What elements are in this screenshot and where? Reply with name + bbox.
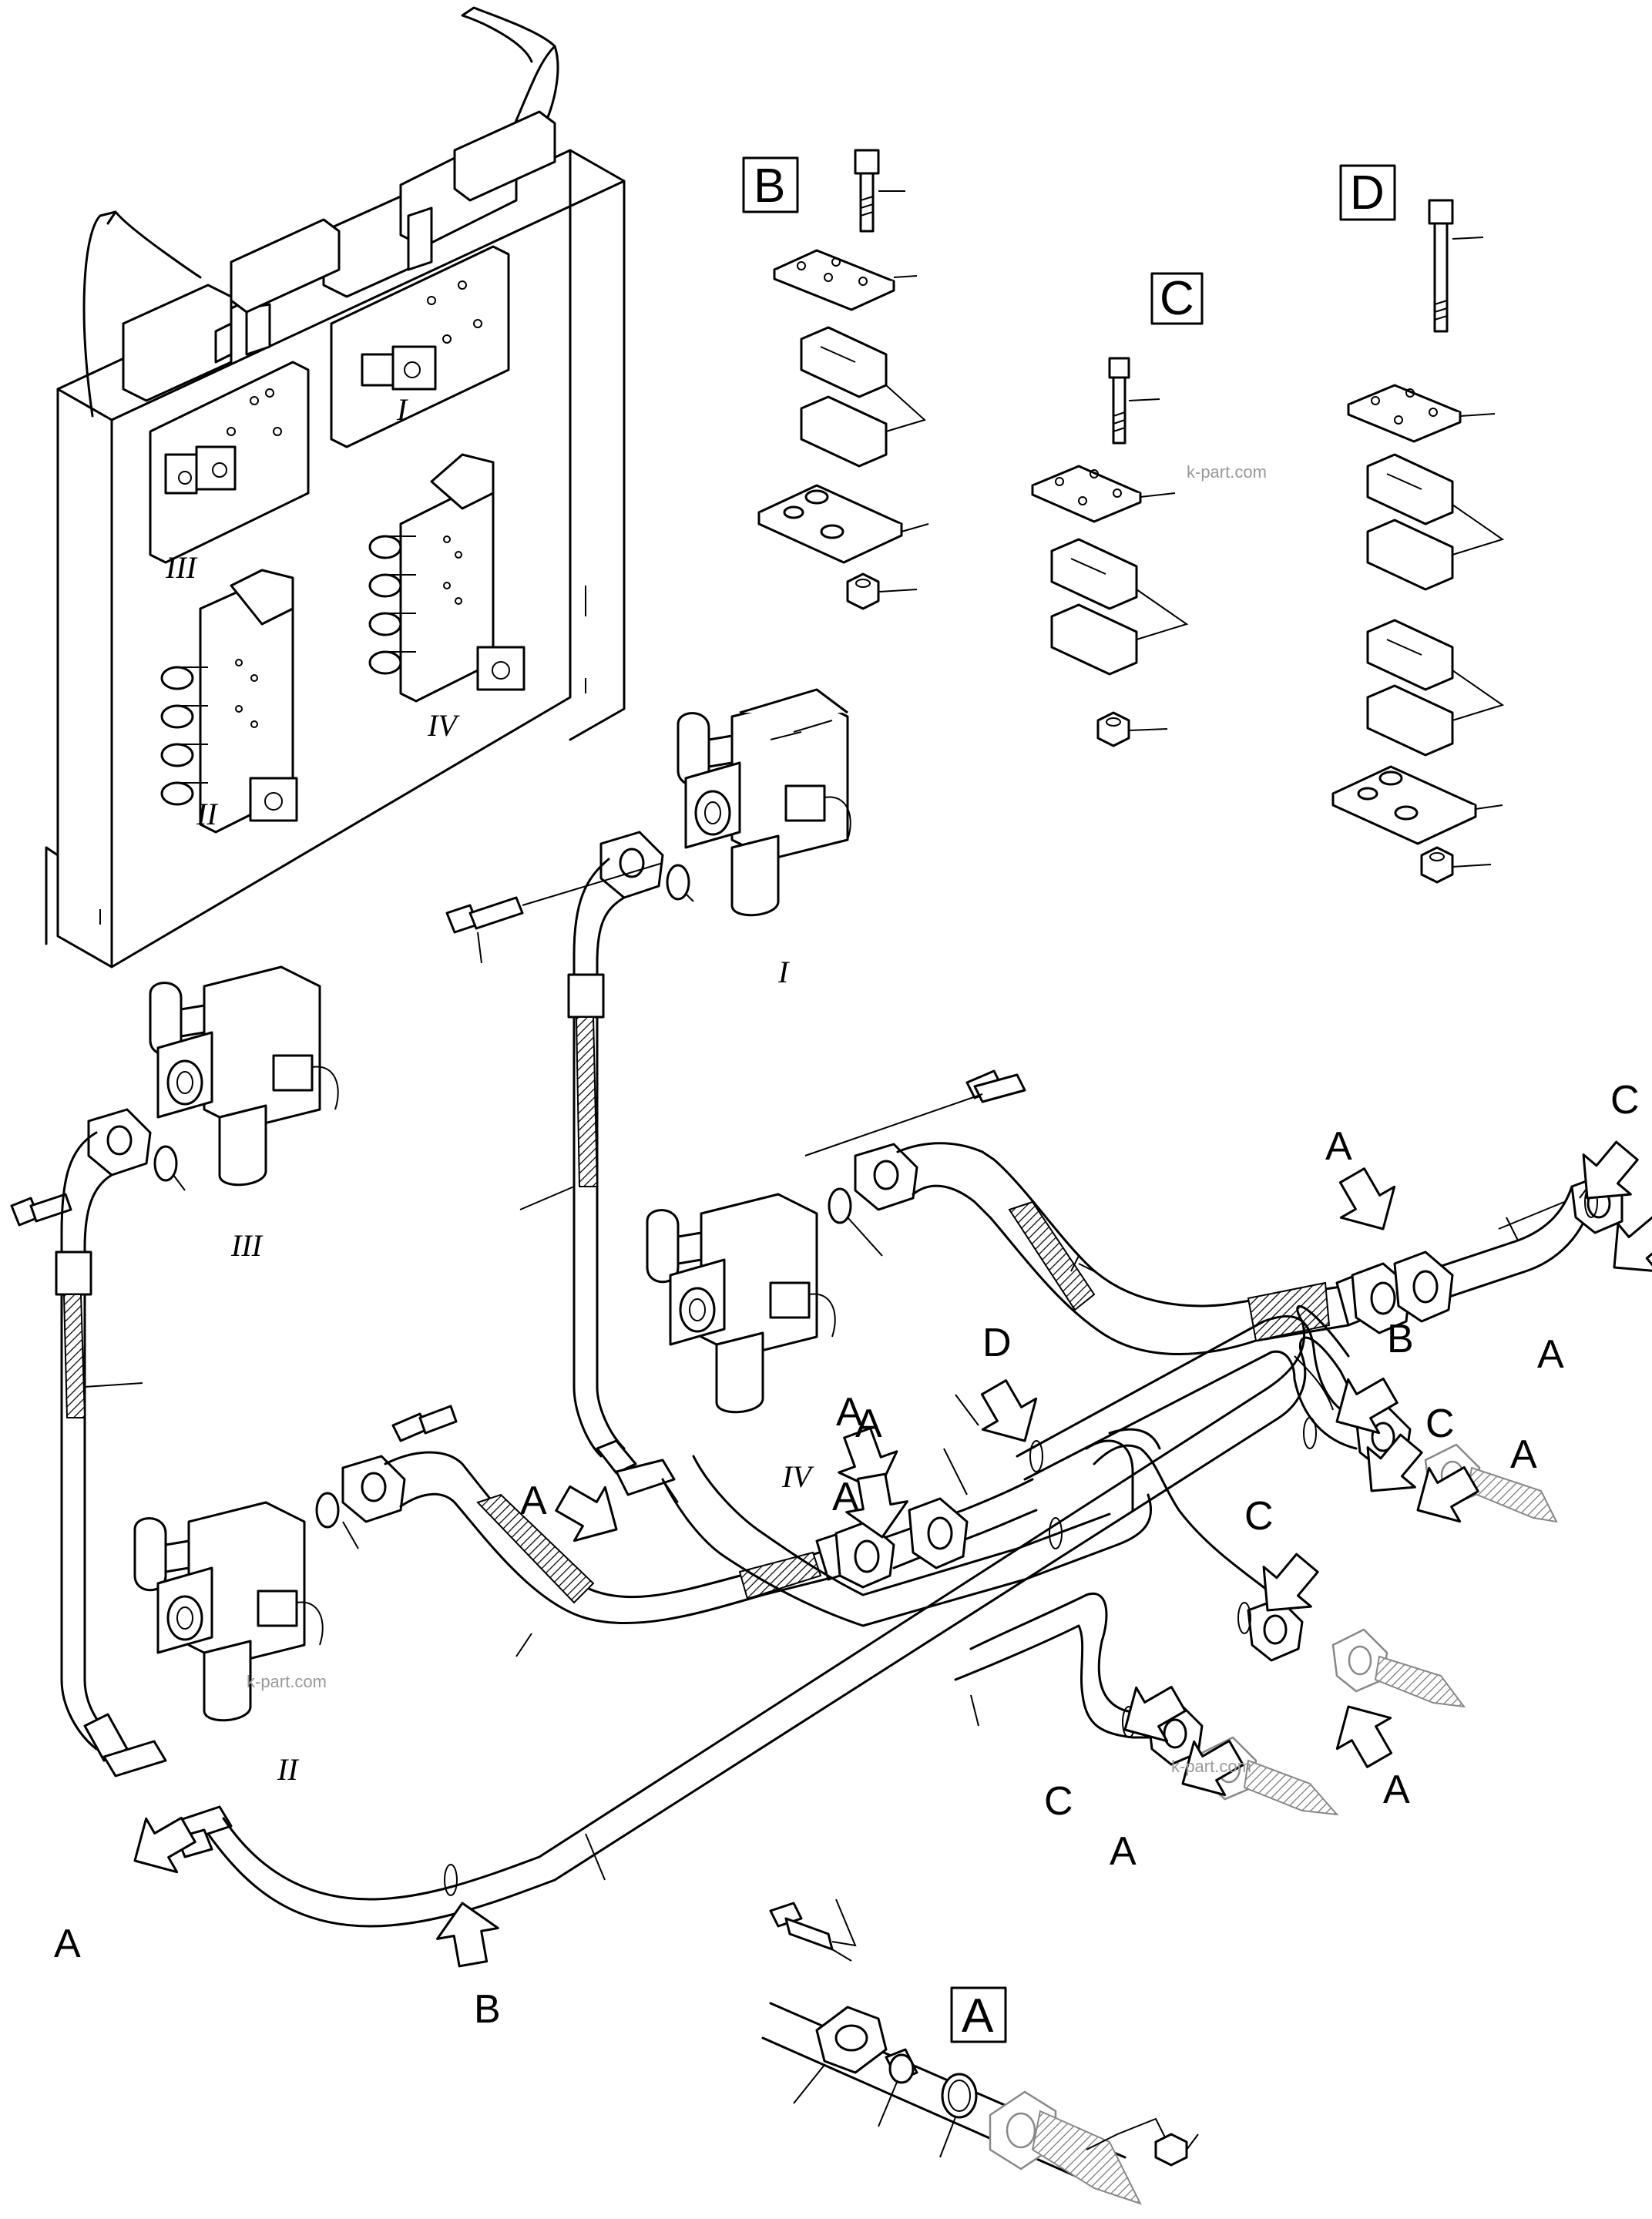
valve-III-assembly: III <box>10 965 339 1858</box>
detail-view-B: B <box>742 149 929 610</box>
arrow-label-c3: C <box>1244 1494 1274 1539</box>
arrow-label-b1: B <box>1387 1317 1414 1361</box>
arrow-label-a1: A <box>520 1479 547 1523</box>
arrow-label-c4: C <box>1044 1779 1073 1824</box>
arrow-B-2 <box>431 1896 505 1971</box>
valve-bank-panel: III I IV II <box>45 6 626 969</box>
arrow-A-3 <box>1324 1159 1412 1246</box>
watermark: k-part.com <box>1187 462 1267 482</box>
valve-II-assembly: II <box>133 1405 1038 1787</box>
detail-view-A: A <box>761 1898 1199 2205</box>
watermark-3: k-part.com <box>1171 1757 1251 1776</box>
valve-bank-numeral-IV: IV <box>427 708 460 743</box>
detail-view-D: D <box>1331 164 1505 884</box>
detail-label-D: D <box>1350 166 1385 220</box>
arrow-label-a7: A <box>1110 1829 1137 1874</box>
arrow-A-1 <box>546 1470 633 1558</box>
arrow-label-a9: A <box>832 1475 859 1519</box>
detail-label-B: B <box>754 159 785 213</box>
valve-numeral-IV: IV <box>781 1459 814 1494</box>
valve-block-IV <box>368 453 525 703</box>
watermark-2: k-part.com <box>247 1672 327 1691</box>
valve-bank-numeral-III: III <box>165 550 198 585</box>
valve-numeral-III: III <box>230 1228 264 1263</box>
arrow-label-a2: A <box>836 1390 863 1435</box>
arrow-label-a3: A <box>1325 1124 1352 1169</box>
valve-block-II <box>160 569 298 834</box>
valve-bank-numeral-I: I <box>396 392 408 427</box>
arrow-label-a5: A <box>1510 1432 1537 1477</box>
detail-label-A: A <box>962 1989 994 2043</box>
arrow-label-c2: C <box>1425 1402 1455 1446</box>
arrow-label-a4: A <box>1537 1332 1564 1377</box>
arrow-label-a10: A <box>855 1402 882 1446</box>
detail-label-C: C <box>1160 272 1194 325</box>
valve-numeral-II: II <box>277 1752 299 1787</box>
callout-arrows: A A A A A A A A A A B B C C C C <box>54 1078 1652 2032</box>
valve-bank-numeral-II: II <box>196 797 218 831</box>
arrow-label-c1: C <box>1610 1078 1640 1123</box>
arrow-label-a6: A <box>1383 1767 1410 1812</box>
arrow-label-d1: D <box>982 1321 1012 1365</box>
detail-view-C: C <box>1031 272 1204 747</box>
valve-block-III <box>122 284 310 564</box>
valve-numeral-I: I <box>777 955 790 989</box>
arrow-label-b2: B <box>474 1987 501 2032</box>
arrow-A-6 <box>1320 1690 1408 1777</box>
arrow-label-a8: A <box>54 1922 81 1966</box>
valve-I-assembly: I <box>445 688 851 1503</box>
